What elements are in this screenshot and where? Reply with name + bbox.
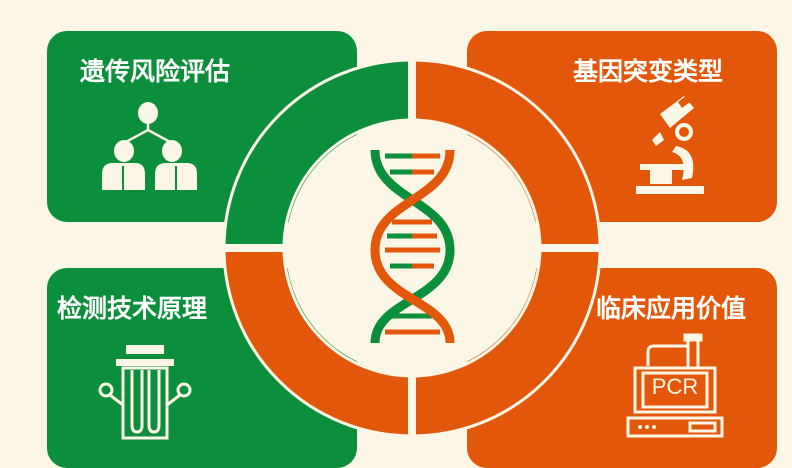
family-tree-icon: [102, 102, 197, 190]
title-mutation-types: 基因突变类型: [573, 57, 724, 86]
test-tubes-icon: [98, 345, 192, 440]
center-ring: [98, 60, 724, 440]
microscope-icon: [636, 96, 704, 194]
dna-helix-icon: [370, 149, 455, 344]
title-clinical-value: 临床应用价值: [596, 294, 747, 323]
title-genetic-risk: 遗传风险评估: [80, 57, 231, 86]
pcr-machine-icon: [626, 333, 724, 438]
title-detection-principle: 检测技术原理: [57, 294, 208, 323]
pcr-label: PCR: [651, 374, 699, 399]
